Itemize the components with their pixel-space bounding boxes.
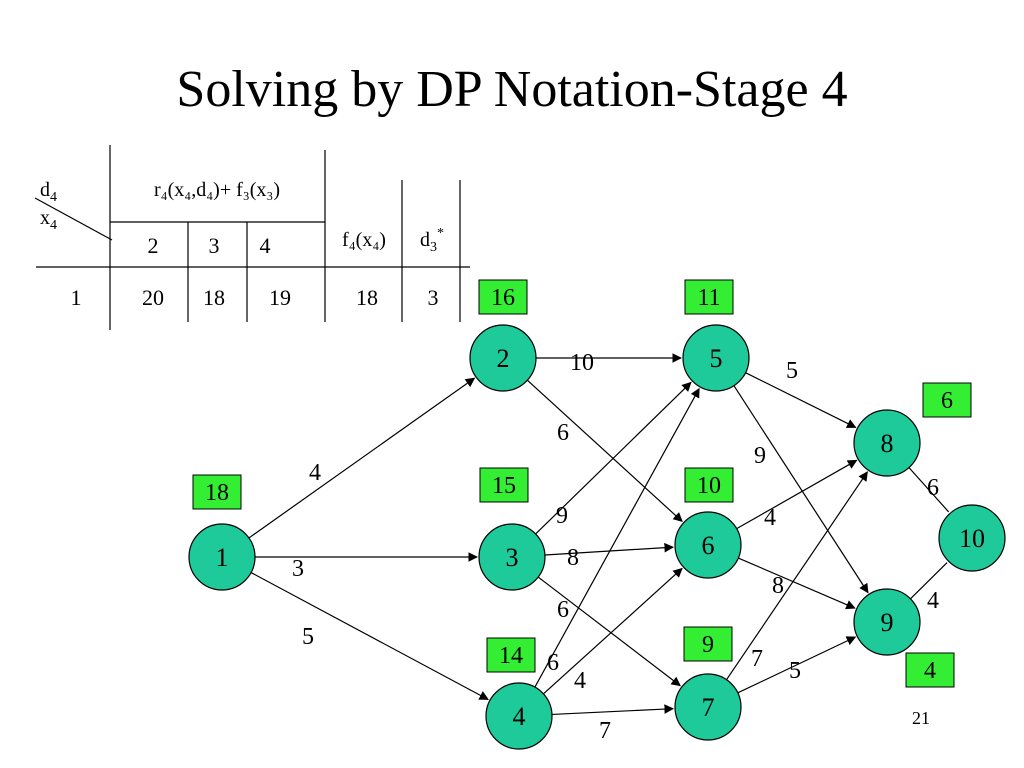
edge-3-5	[535, 381, 692, 535]
decision-3: 3	[209, 233, 220, 258]
edge-weight-1-2: 4	[309, 460, 321, 486]
edge-weight-1-4: 5	[302, 624, 314, 650]
value-box-9	[905, 652, 955, 688]
node-label-6: 6	[702, 531, 715, 560]
node-label-10: 10	[959, 524, 985, 553]
value-box-7	[683, 626, 733, 662]
edge-4-7	[551, 704, 674, 716]
decision-4: 4	[260, 233, 271, 258]
node-5	[682, 324, 750, 392]
value-box-5	[684, 279, 734, 315]
node-7	[674, 673, 742, 741]
edge-2-6	[526, 379, 683, 523]
edge-weight-4-5: 6	[547, 650, 559, 676]
edge-8-10	[908, 467, 950, 513]
edge-weight-6-9: 8	[772, 573, 784, 599]
value-label-1: 18	[205, 480, 229, 506]
value-label-7: 9	[702, 632, 714, 658]
value-label-2: 16	[491, 285, 515, 311]
edge-6-8	[736, 459, 858, 530]
value-box-6	[684, 467, 734, 503]
edge-4-6	[543, 567, 683, 695]
table-corner-diagonal	[34, 197, 113, 241]
node-8	[853, 409, 921, 477]
col-d-header: d3*	[420, 226, 444, 255]
row-x: 1	[71, 285, 82, 310]
node-label-2: 2	[497, 344, 510, 373]
decision-2: 2	[148, 233, 159, 258]
edge-weight-5-9: 9	[754, 443, 766, 469]
edge-6-9	[738, 557, 856, 610]
edge-weight-2-6: 6	[557, 420, 569, 446]
value-box-3	[479, 467, 529, 503]
value-box-2	[478, 279, 528, 315]
node-label-1: 1	[216, 543, 229, 572]
corner-top: d4	[40, 179, 57, 205]
row-d: 3	[428, 285, 439, 310]
node-2	[469, 324, 537, 392]
edge-3-6	[544, 542, 675, 556]
edge-weight-1-3: 3	[292, 556, 304, 582]
edge-weight-3-7: 6	[557, 597, 569, 623]
row-value-3: 18	[203, 285, 225, 310]
row-value-2: 20	[142, 285, 164, 310]
value-label-8: 6	[941, 388, 953, 414]
value-box-4	[486, 637, 536, 673]
value-box-1	[192, 474, 242, 510]
value-label-5: 11	[697, 285, 720, 311]
edge-1-2	[248, 377, 476, 539]
edge-weight-8-10: 6	[927, 475, 939, 501]
edge-3-7	[537, 576, 681, 687]
edge-weight-7-8: 7	[751, 646, 763, 672]
edge-4-5	[534, 387, 700, 688]
edge-weight-9-10: 4	[927, 588, 939, 614]
node-10	[938, 504, 1006, 572]
edge-weight-5-8: 5	[786, 358, 798, 384]
edge-weight-4-6: 4	[574, 668, 586, 694]
node-3	[478, 523, 546, 591]
edge-5-9	[733, 385, 869, 594]
edge-weight-3-6: 8	[567, 545, 579, 571]
edge-5-8	[745, 372, 857, 428]
node-label-9: 9	[881, 608, 894, 637]
edge-weight-4-7: 7	[599, 718, 611, 744]
node-4	[485, 682, 553, 750]
node-label-4: 4	[513, 702, 526, 731]
corner-bottom: x4	[40, 207, 57, 233]
node-9	[853, 588, 921, 656]
edge-weight-3-5: 9	[556, 503, 568, 529]
node-label-5: 5	[710, 344, 723, 373]
edge-9-10	[910, 562, 948, 600]
node-6	[674, 511, 742, 579]
col-f-header: f₄(x₄)	[342, 229, 386, 251]
slide-number: 21	[912, 708, 930, 728]
value-label-3: 15	[492, 473, 516, 499]
node-1	[188, 523, 256, 591]
value-label-4: 14	[499, 643, 523, 669]
node-label-3: 3	[506, 543, 519, 572]
edge-7-8	[726, 471, 868, 681]
value-label-9: 4	[924, 658, 936, 684]
slide-title: Solving by DP Notation-Stage 4	[176, 61, 848, 118]
node-label-8: 8	[881, 429, 894, 458]
value-label-6: 10	[697, 473, 721, 499]
edge-1-4	[250, 572, 489, 701]
value-box-8	[922, 382, 972, 418]
node-label-7: 7	[702, 693, 715, 722]
row-value-4: 19	[269, 285, 291, 310]
edge-weight-7-9: 5	[789, 658, 801, 684]
row-f: 18	[356, 285, 378, 310]
edge-weight-2-5: 10	[570, 350, 594, 376]
edge-weight-6-8: 4	[764, 505, 776, 531]
edge-7-9	[737, 636, 857, 694]
group-header: r₄(x₄,d₄)+ f₃(x₃)	[154, 179, 280, 201]
